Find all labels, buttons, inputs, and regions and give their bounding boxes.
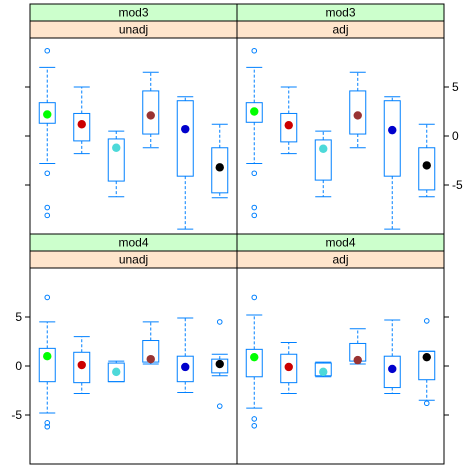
outlier-point bbox=[251, 47, 258, 54]
box bbox=[383, 355, 401, 389]
strip-outer-label: mod3 bbox=[325, 6, 355, 20]
panel-frame bbox=[29, 37, 238, 235]
outlier-point bbox=[251, 204, 258, 211]
y-tick-label: 5 bbox=[15, 310, 22, 324]
outlier-point bbox=[423, 318, 430, 324]
outlier-point bbox=[44, 423, 51, 430]
box bbox=[73, 351, 91, 384]
mean-point bbox=[284, 362, 293, 372]
box bbox=[38, 347, 56, 383]
box bbox=[314, 139, 332, 181]
panel-frame bbox=[29, 267, 238, 465]
mean-point bbox=[77, 120, 86, 129]
box bbox=[418, 147, 436, 191]
mean-point bbox=[250, 352, 259, 362]
box bbox=[176, 100, 194, 177]
outlier-point bbox=[251, 416, 258, 422]
panel-frame bbox=[236, 267, 445, 465]
mean-point bbox=[43, 110, 52, 119]
mean-point bbox=[215, 163, 224, 172]
outlier-point bbox=[44, 204, 51, 211]
mean-point bbox=[319, 144, 328, 153]
mean-point bbox=[422, 161, 431, 170]
box bbox=[211, 358, 229, 374]
box bbox=[280, 353, 298, 384]
outlier-point bbox=[216, 403, 223, 409]
mean-point bbox=[353, 111, 362, 120]
strip-outer-label: mod3 bbox=[118, 6, 148, 20]
y-tick-label: 0 bbox=[452, 129, 459, 143]
box bbox=[38, 102, 56, 124]
outlier-point bbox=[44, 170, 51, 177]
box bbox=[349, 90, 367, 135]
mean-point bbox=[181, 124, 190, 134]
mean-point bbox=[112, 367, 121, 377]
strip-inner-label: adj bbox=[332, 23, 348, 37]
strip-inner-label: unadj bbox=[119, 253, 148, 267]
outlier-point bbox=[251, 294, 258, 301]
mean-point bbox=[43, 352, 52, 361]
outlier-point bbox=[44, 47, 51, 54]
mean-point bbox=[215, 359, 224, 369]
box bbox=[176, 355, 194, 383]
outlier-point bbox=[44, 212, 51, 219]
outlier-point bbox=[216, 319, 223, 325]
mean-point bbox=[112, 143, 121, 152]
box bbox=[245, 102, 263, 123]
mean-point bbox=[388, 364, 397, 374]
mean-point bbox=[284, 121, 293, 130]
box bbox=[418, 350, 436, 381]
outlier-point bbox=[44, 420, 51, 426]
strip-outer-label: mod4 bbox=[325, 236, 355, 250]
mean-point bbox=[422, 352, 431, 362]
outlier-point bbox=[251, 212, 258, 219]
box bbox=[107, 138, 125, 182]
panel-frame bbox=[236, 37, 445, 235]
strip-outer-label: mod4 bbox=[118, 236, 148, 250]
mean-point bbox=[353, 355, 362, 365]
box bbox=[383, 100, 401, 177]
box bbox=[107, 362, 125, 383]
y-tick-label: -5 bbox=[11, 408, 22, 422]
box bbox=[73, 112, 91, 142]
mean-point bbox=[77, 360, 86, 370]
box bbox=[245, 348, 263, 378]
mean-point bbox=[250, 107, 259, 116]
outlier-point bbox=[44, 294, 51, 301]
mean-point bbox=[181, 362, 190, 372]
box bbox=[280, 112, 298, 143]
y-tick-label: -5 bbox=[452, 178, 463, 192]
box bbox=[211, 147, 229, 194]
mean-point bbox=[319, 367, 328, 377]
outlier-point bbox=[423, 400, 430, 407]
box bbox=[142, 90, 160, 135]
strip-inner-label: adj bbox=[332, 253, 348, 267]
outlier-point bbox=[251, 170, 258, 177]
mean-point bbox=[388, 125, 397, 135]
mean-point bbox=[146, 354, 155, 364]
y-tick-label: 5 bbox=[452, 80, 459, 94]
mean-point bbox=[146, 111, 155, 120]
y-tick-label: 0 bbox=[15, 359, 22, 373]
strip-inner-label: unadj bbox=[119, 23, 148, 37]
outlier-point bbox=[251, 422, 258, 429]
